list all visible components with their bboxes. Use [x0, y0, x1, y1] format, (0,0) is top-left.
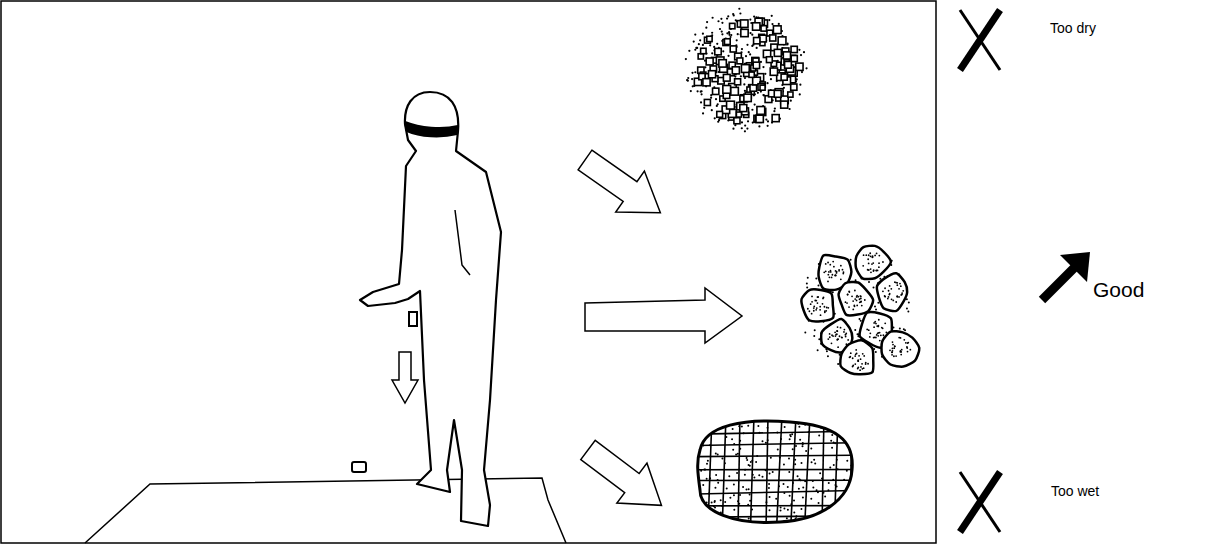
ground-plane [85, 478, 566, 543]
outcome-label: Too wet [1051, 484, 1099, 499]
cross-symbol [960, 472, 1000, 532]
outcome-label: Good [1093, 278, 1144, 301]
soil-sample [352, 462, 366, 472]
soil-sample [409, 312, 417, 326]
outcome-arrow [573, 430, 677, 525]
wet-soil-lump [690, 415, 860, 530]
outcome-arrow [571, 140, 675, 234]
dry-soil-crumbs [685, 8, 808, 133]
outcome-arrow [585, 288, 742, 343]
tick-arrow-symbol [1042, 252, 1090, 300]
cross-symbol [960, 10, 1000, 70]
falling-arrow [392, 352, 418, 403]
frame [1, 1, 936, 543]
person-figure [360, 92, 501, 526]
good-soil-clods [801, 246, 919, 375]
outcome-label: Too dry [1050, 21, 1096, 36]
